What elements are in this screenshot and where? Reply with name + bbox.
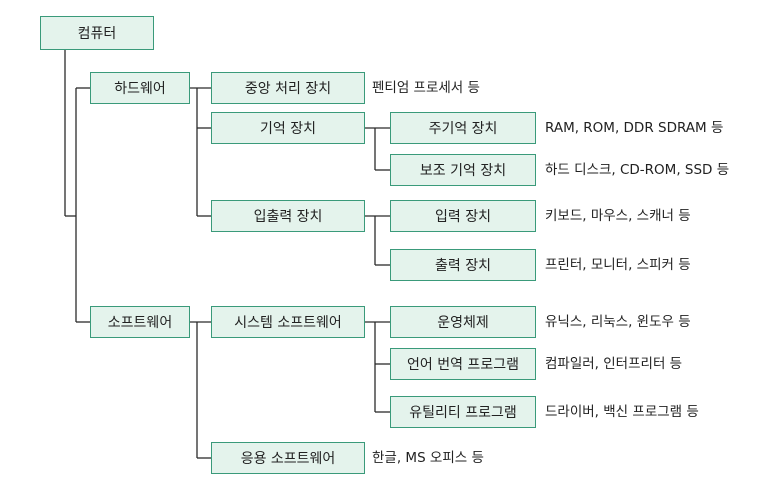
node-memory: 기억 장치	[211, 112, 365, 144]
node-computer-label: 컴퓨터	[77, 26, 117, 42]
note-aux-memory: 하드 디스크, CD-ROM, SSD 등	[545, 162, 730, 178]
note-os: 유닉스, 리눅스, 윈도우 등	[545, 314, 691, 330]
node-aux-memory-label: 보조 기억 장치	[419, 163, 507, 179]
note-application-software: 한글, MS 오피스 등	[372, 450, 484, 466]
node-memory-label: 기억 장치	[260, 121, 316, 137]
note-input: 키보드, 마우스, 스캐너 등	[545, 208, 691, 224]
node-main-memory: 주기억 장치	[390, 112, 536, 144]
node-system-software: 시스템 소프트웨어	[211, 306, 365, 338]
node-application-software: 응용 소프트웨어	[211, 442, 365, 474]
node-software: 소프트웨어	[90, 306, 190, 338]
node-cpu: 중앙 처리 장치	[211, 72, 365, 104]
note-utility: 드라이버, 백신 프로그램 등	[545, 404, 699, 420]
node-io: 입출력 장치	[211, 200, 365, 232]
node-main-memory-label: 주기억 장치	[428, 121, 498, 137]
node-translator-label: 언어 번역 프로그램	[407, 357, 519, 373]
node-input-label: 입력 장치	[435, 209, 491, 225]
node-hardware-label: 하드웨어	[114, 81, 166, 97]
node-aux-memory: 보조 기억 장치	[390, 154, 536, 186]
node-output-label: 출력 장치	[435, 258, 491, 274]
node-hardware: 하드웨어	[90, 72, 190, 104]
node-input: 입력 장치	[390, 200, 536, 232]
note-cpu: 펜티엄 프로세서 등	[372, 80, 480, 96]
node-os-label: 운영체제	[437, 315, 489, 331]
node-computer: 컴퓨터	[40, 16, 154, 50]
node-software-label: 소프트웨어	[107, 315, 173, 331]
node-os: 운영체제	[390, 306, 536, 338]
node-utility-label: 유틸리티 프로그램	[409, 405, 517, 421]
note-main-memory: RAM, ROM, DDR SDRAM 등	[545, 120, 724, 136]
node-system-software-label: 시스템 소프트웨어	[234, 315, 342, 331]
node-io-label: 입출력 장치	[253, 209, 323, 225]
node-utility: 유틸리티 프로그램	[390, 396, 536, 428]
node-translator: 언어 번역 프로그램	[390, 348, 536, 380]
node-output: 출력 장치	[390, 249, 536, 281]
node-cpu-label: 중앙 처리 장치	[244, 81, 332, 97]
node-application-software-label: 응용 소프트웨어	[240, 451, 336, 467]
note-translator: 컴파일러, 인터프리터 등	[545, 356, 683, 372]
note-output: 프린터, 모니터, 스피커 등	[545, 257, 691, 273]
